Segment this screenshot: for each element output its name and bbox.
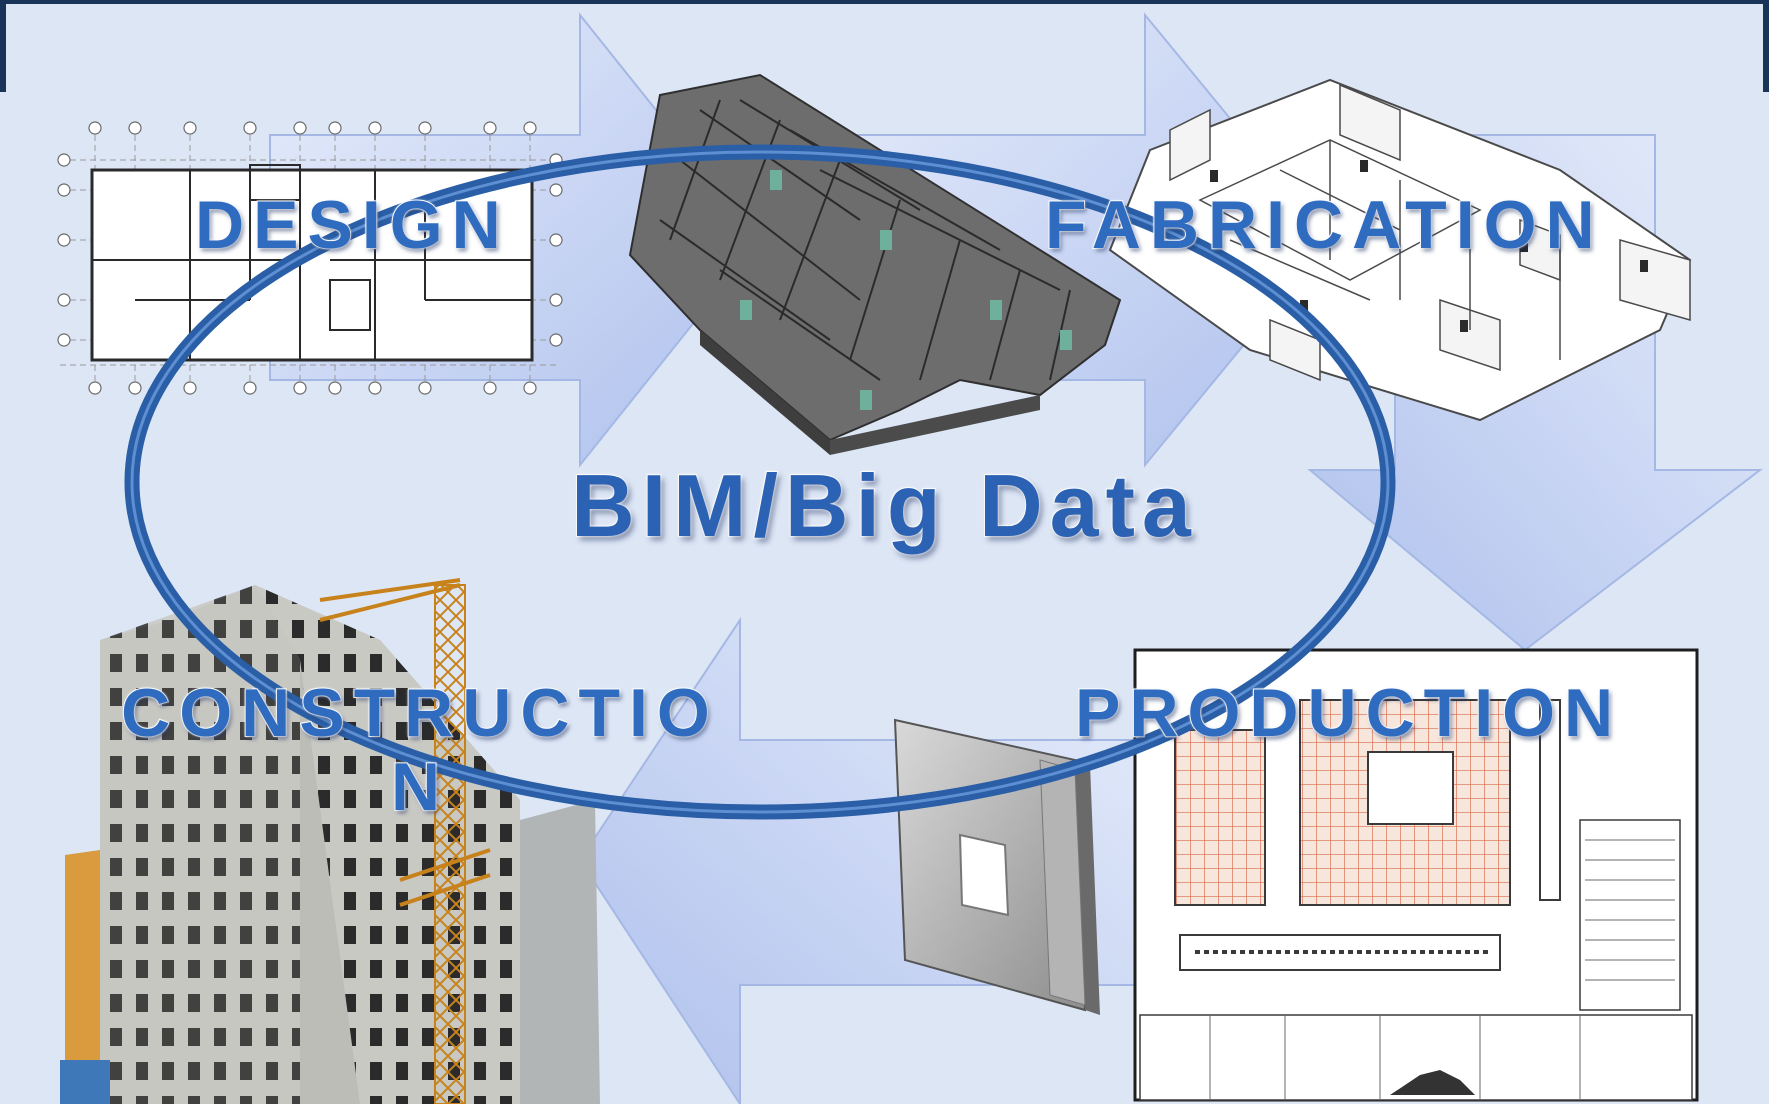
label-production: PRODUCTION — [1074, 675, 1623, 751]
label-fabrication: FABRICATION — [1044, 187, 1604, 263]
exploded-panel-model — [1108, 78, 1692, 422]
hub-label: BIM/Big Data — [570, 455, 1198, 556]
floor-plan-drawing — [57, 121, 563, 395]
wall-panel-shop-drawing — [1133, 648, 1699, 1102]
3d-building-model — [628, 73, 1122, 455]
building-under-construction-photo — [60, 578, 600, 1104]
left-frame-bar — [0, 0, 6, 92]
label-construction: CONSTRUCTIO N — [120, 675, 719, 825]
top-frame-bar — [0, 0, 1769, 4]
label-design: DESIGN — [194, 187, 510, 263]
right-frame-bar — [1763, 0, 1769, 92]
